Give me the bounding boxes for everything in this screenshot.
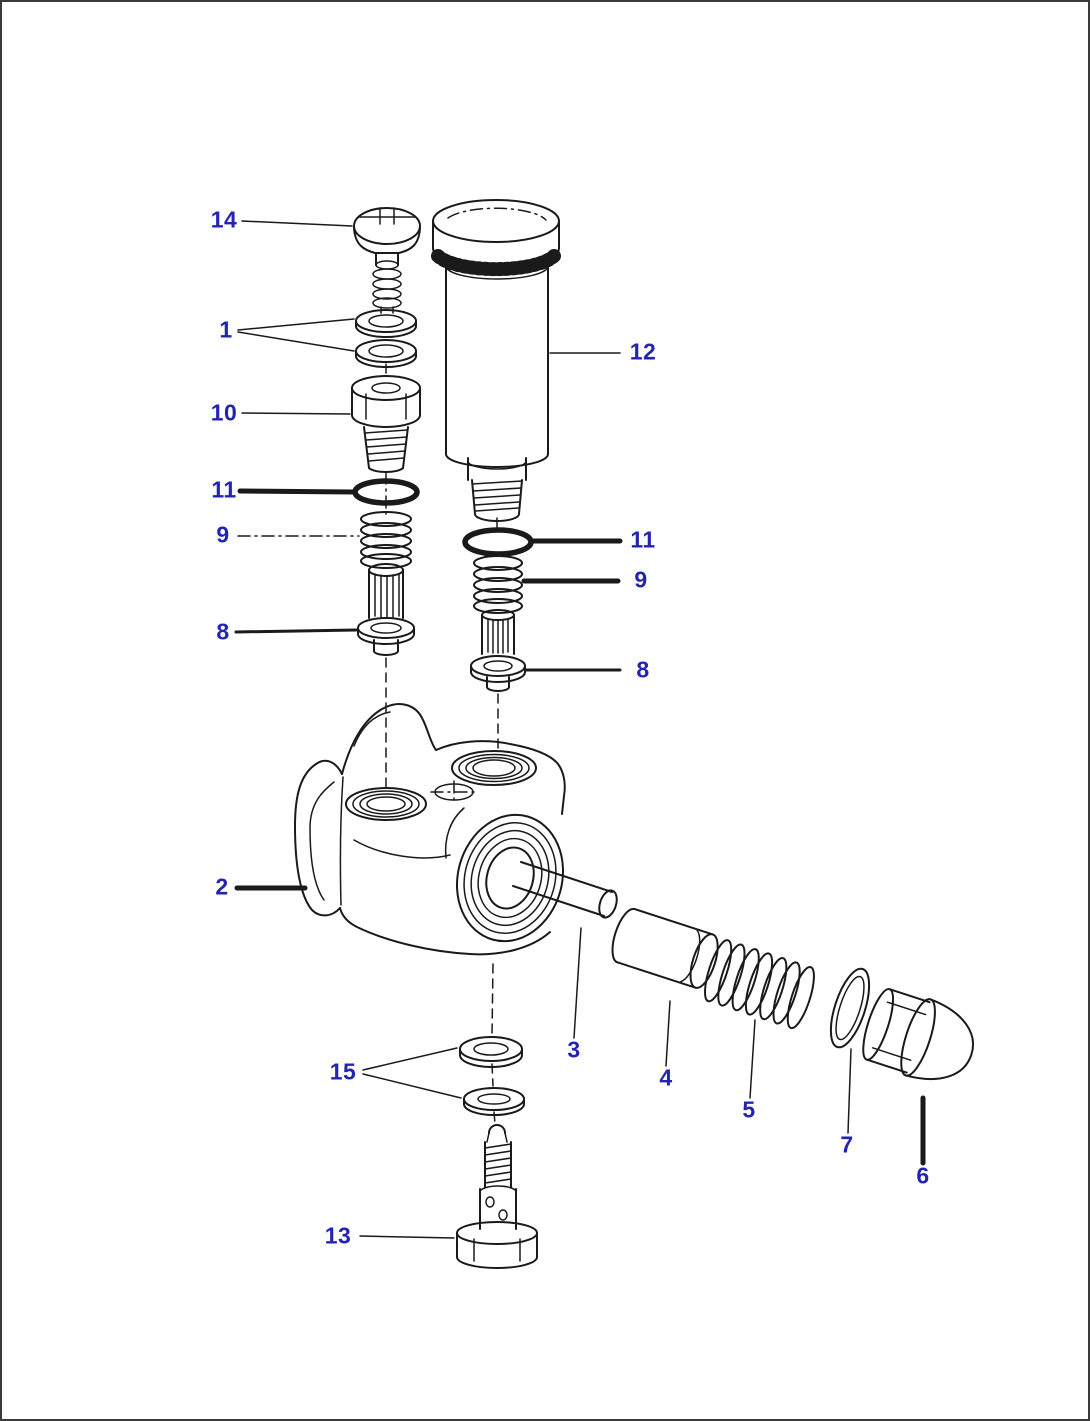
- callout-11-left[interactable]: 11: [211, 476, 237, 503]
- centerline-lower: [491, 963, 496, 1125]
- part-knob: [353, 207, 421, 314]
- part-fitting: [351, 375, 421, 515]
- callout-15[interactable]: 15: [329, 1058, 357, 1085]
- callout-8-right[interactable]: 8: [636, 656, 650, 683]
- callout-7[interactable]: 7: [840, 1131, 854, 1158]
- callout-11-right[interactable]: 11: [630, 526, 656, 553]
- callout-4[interactable]: 4: [659, 1064, 673, 1091]
- callout-10[interactable]: 10: [210, 399, 238, 426]
- part-spring-main: [704, 939, 815, 1030]
- leader-lines: [234, 220, 926, 1239]
- callout-12[interactable]: 12: [629, 338, 657, 365]
- part-pump-body: [294, 703, 566, 956]
- part-joint-bolt: [456, 1124, 538, 1269]
- callout-13[interactable]: 13: [324, 1222, 352, 1249]
- callout-9-left[interactable]: 9: [216, 521, 230, 548]
- part-shaft: [512, 861, 618, 919]
- part-piston: [611, 907, 719, 989]
- callout-6[interactable]: 6: [916, 1162, 930, 1189]
- part-spring-right: [473, 555, 523, 614]
- part-washers-upper: [355, 309, 417, 379]
- callout-3[interactable]: 3: [567, 1036, 581, 1063]
- part-sleeve-washer-left: [357, 563, 415, 791]
- callout-9-right[interactable]: 9: [634, 566, 648, 593]
- part-primer-barrel: [431, 199, 561, 531]
- callout-5[interactable]: 5: [742, 1096, 756, 1123]
- callout-8-left[interactable]: 8: [216, 618, 230, 645]
- callout-14[interactable]: 14: [210, 206, 238, 233]
- part-seat-ring: [829, 967, 871, 1049]
- part-spring-left: [360, 511, 412, 569]
- callout-2[interactable]: 2: [215, 873, 229, 900]
- part-sleeve-washer-right: [470, 609, 526, 753]
- callout-1[interactable]: 1: [219, 316, 233, 343]
- part-plug: [862, 988, 974, 1080]
- part-gaskets: [459, 1036, 525, 1116]
- part-oring-right: [462, 527, 534, 557]
